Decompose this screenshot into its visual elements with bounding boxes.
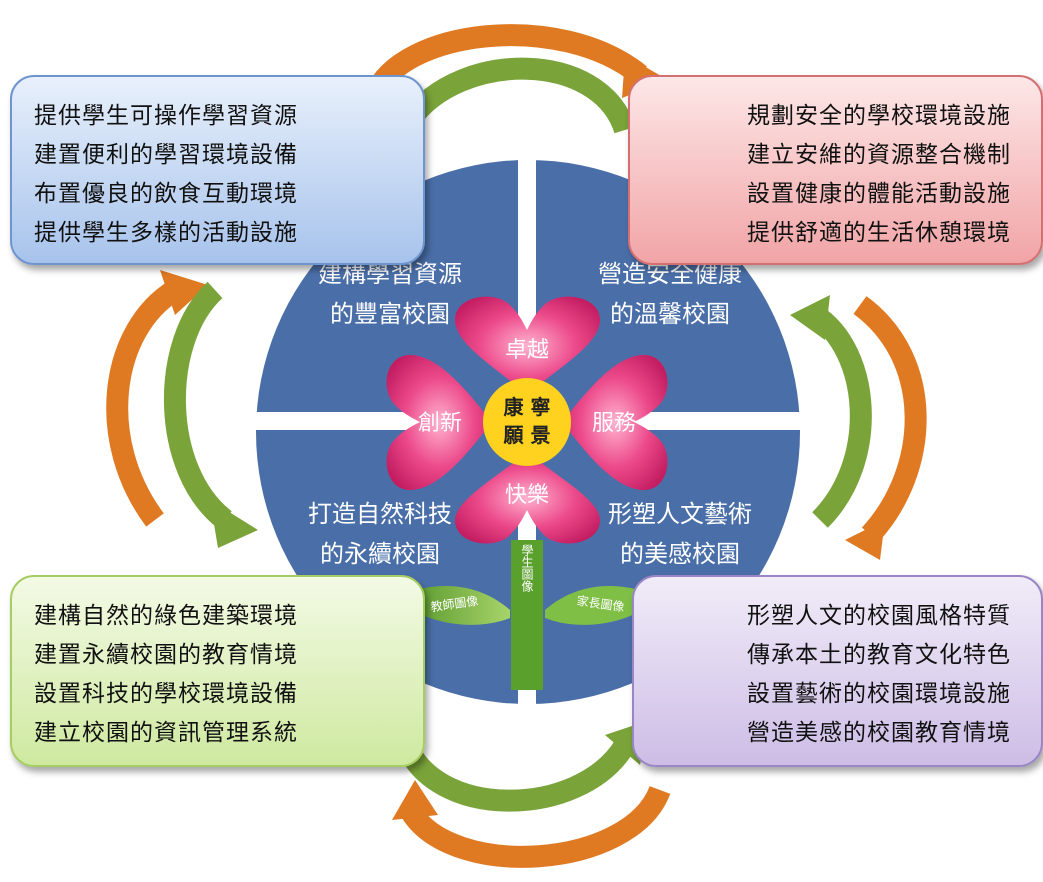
box-top-right: 規劃安全的學校環境設施 建立安維的資源整合機制 設置健康的體能活動設施 提供舒適… (628, 75, 1043, 265)
flower-center (483, 378, 571, 466)
arrow-left-green-head (210, 500, 258, 548)
arrow-top-green (401, 57, 636, 134)
box-tr-line: 建立安維的資源整合機制 (747, 142, 1011, 168)
arrow-bottom-green (394, 735, 635, 812)
box-tr-line: 提供舒適的生活休憩環境 (747, 220, 1011, 246)
box-br-line: 傳承本土的教育文化特色 (747, 642, 1011, 668)
arrow-right-orange (853, 296, 927, 543)
box-tl-line: 提供學生可操作學習資源 (34, 103, 298, 129)
quadrant-bl-line2: 的永續校園 (320, 540, 440, 568)
arrow-right-orange-head (845, 520, 885, 560)
left-leaf-label: 教師圖像 (430, 593, 480, 615)
petal-left-label: 創新 (418, 411, 462, 436)
quadrant-br-line1: 形塑人文藝術 (608, 500, 752, 528)
arrow-left-orange (106, 280, 182, 527)
box-bottom-left: 建構自然的綠色建築環境 建置永續校園的教育情境 設置科技的學校環境設備 建立校園… (10, 575, 425, 767)
arrow-right-green-head (790, 295, 830, 340)
box-tr-line: 規劃安全的學校環境設施 (747, 103, 1011, 129)
flower-petals (386, 296, 668, 544)
right-leaf (545, 585, 660, 625)
box-top-left: 提供學生可操作學習資源 建置便利的學習環境設備 布置優良的飲食互動環境 提供學生… (10, 75, 425, 265)
quadrant-tl-line2: 的豐富校園 (330, 300, 450, 328)
arrow-bottom-orange-head (392, 780, 438, 820)
center-line1: 康 寧 (504, 395, 551, 419)
box-bl-line: 設置科技的學校環境設備 (34, 681, 298, 707)
arrow-bottom-orange (400, 785, 671, 868)
cycle-arrows (106, 24, 927, 868)
box-bl-line: 建置永續校園的教育情境 (34, 642, 298, 668)
arrow-right-green (808, 305, 872, 528)
center-line2: 願 景 (504, 423, 551, 447)
box-tl-line: 布置優良的飲食互動環境 (34, 181, 298, 207)
box-bottom-right: 形塑人文的校園風格特質 傳承本土的教育文化特色 設置藝術的校園環境設施 營造美感… (632, 575, 1043, 767)
box-br-line: 形塑人文的校園風格特質 (747, 603, 1011, 629)
box-bl-line: 建構自然的綠色建築環境 (34, 603, 298, 629)
petal-bottom (455, 452, 600, 544)
stem-label: 學生圖像 (520, 544, 534, 592)
arrow-left-green (163, 281, 233, 529)
box-br-line: 營造美感的校園教育情境 (747, 720, 1011, 746)
flower-stem (511, 540, 543, 690)
box-br-line: 設置藝術的校園環境設施 (747, 681, 1011, 707)
box-bl-line: 建立校園的資訊管理系統 (34, 720, 298, 746)
quadrant-tr-line2: 的溫馨校園 (610, 300, 730, 328)
box-tl-line: 建置便利的學習環境設備 (34, 142, 298, 168)
petal-right (562, 355, 668, 490)
quadrant-br-line2: 的美感校園 (620, 540, 740, 568)
petal-top (455, 296, 600, 395)
box-tl-line: 提供學生多樣的活動設施 (34, 220, 298, 246)
right-leaf-label: 家長圖像 (576, 593, 626, 615)
petal-left (386, 355, 492, 490)
petal-labels: 卓越 創新 服務 快樂 (418, 338, 636, 508)
box-tr-line: 設置健康的體能活動設施 (747, 181, 1011, 207)
petal-bottom-label: 快樂 (505, 483, 549, 508)
petal-top-label: 卓越 (505, 338, 549, 363)
arrow-top-orange (364, 24, 647, 100)
quadrant-bl-line1: 打造自然科技 (308, 500, 452, 528)
arrow-left-orange-head (160, 270, 208, 315)
petal-right-label: 服務 (592, 411, 636, 436)
